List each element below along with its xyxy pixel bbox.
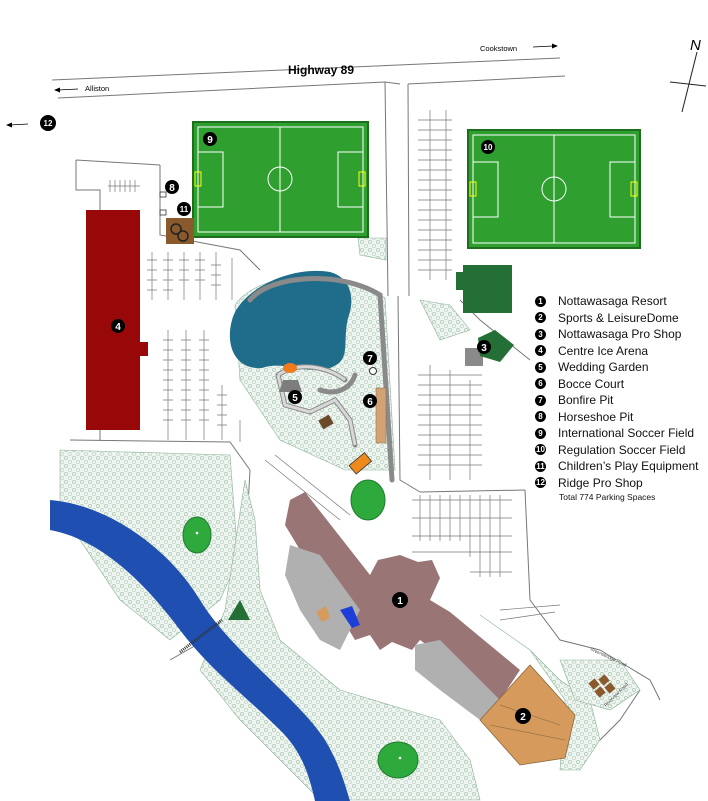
legend-number: 11 [535,460,546,472]
legend-label: Horseshoe Pit [558,409,634,424]
legend-number: 6 [535,378,546,390]
marker-2[interactable]: 2 [515,708,531,724]
svg-text:9: 9 [207,135,213,146]
svg-text:1: 1 [397,596,403,607]
green-island [182,516,212,554]
pond [229,270,352,370]
legend-total-parking: Total 774 Parking Spaces [559,492,656,502]
international-soccer-field [192,121,369,238]
legend-item[interactable]: 2 Sports & LeisureDome [535,310,705,327]
green-island [228,600,250,620]
alliston-label: Alliston [85,84,109,93]
legend-number: 10 [535,444,546,456]
ridge-pro-shop-pointer [6,122,29,128]
legend-item[interactable]: 5 Wedding Garden [535,359,705,376]
wedding-garden-canopy [283,363,297,373]
marker-12[interactable]: 12 [40,115,56,131]
regulation-soccer-field [467,129,641,249]
legend-item[interactable]: 6 Bocce Court [535,376,705,393]
marker-4[interactable]: 4 [111,319,125,333]
marker-10[interactable]: 10 [481,140,495,154]
legend-item[interactable]: 1 Nottawasaga Resort [535,293,705,310]
legend-item[interactable]: 11 Children’s Play Equipment [535,458,705,475]
legend-label: Regulation Soccer Field [558,442,686,457]
legend-label: International Soccer Field [558,426,695,441]
legend-number: 2 [535,312,546,324]
legend-label: Children’s Play Equipment [558,459,699,474]
marker-5[interactable]: 5 [288,390,302,404]
marker-6[interactable]: 6 [363,394,377,408]
legend-label: Nottawasaga Pro Shop [558,327,682,342]
legend-label: Centre Ice Arena [558,343,649,358]
svg-text:10: 10 [484,143,493,152]
cottages [588,674,616,698]
bocce-court [375,387,387,444]
legend-label: Bonfire Pit [558,393,614,408]
legend-item[interactable]: 4 Centre Ice Arena [535,343,705,360]
svg-text:3: 3 [481,343,487,354]
legend-number: 5 [535,361,546,373]
legend-item[interactable]: 8 Horseshoe Pit [535,409,705,426]
highway-label: Highway 89 [288,63,354,77]
wedding-garden-gazebo [279,380,302,392]
highway-89: Highway 89 Alliston Cookstown [51,43,566,99]
cookstown-label: Cookstown [480,44,517,53]
legend-number: 1 [535,295,546,307]
legend-label: Wedding Garden [558,360,649,375]
horseshoe-pit [159,191,167,198]
marker-7[interactable]: 7 [363,351,377,365]
green-island [377,741,419,779]
legend-number: 9 [535,427,546,439]
svg-text:12: 12 [44,119,53,128]
svg-text:7: 7 [367,354,373,365]
legend-number: 7 [535,394,546,406]
marker-1[interactable]: 1 [392,592,408,608]
legend-number: 4 [535,345,546,357]
parking-lots [108,110,561,621]
svg-text:5: 5 [292,393,298,404]
green-building [456,265,512,313]
marker-11[interactable]: 11 [177,202,191,216]
legend-item[interactable]: 12 Ridge Pro Shop [535,475,705,492]
resort-annex [316,606,330,622]
legend-item[interactable]: 10 Regulation Soccer Field [535,442,705,459]
green-oval [350,479,386,521]
pool [340,606,360,628]
svg-text:4: 4 [115,322,121,333]
marker-8[interactable]: 8 [165,180,179,194]
svg-text:8: 8 [169,183,175,194]
legend-item[interactable]: 3 Nottawasaga Pro Shop [535,326,705,343]
svg-text:2: 2 [520,712,526,723]
svg-text:6: 6 [367,397,373,408]
legend-number: 3 [535,328,546,340]
marker-3[interactable]: 3 [477,340,491,354]
nottawasaga-river [50,500,350,801]
bridge [179,618,223,654]
legend-label: Sports & LeisureDome [558,310,679,325]
legend-item[interactable]: 9 International Soccer Field [535,425,705,442]
compass-north-label: N [690,37,701,54]
bonfire-pit [369,367,377,375]
map-legend: 1 Nottawasaga Resort 2 Sports & LeisureDom… [535,293,705,502]
legend-number: 12 [535,477,546,489]
legend-label: Ridge Pro Shop [558,475,643,490]
legend-item[interactable]: 7 Bonfire Pit [535,392,705,409]
legend-number: 8 [535,411,546,423]
legend-label: Bocce Court [558,376,625,391]
map-markers: 1 2 3 4 5 6 7 8 9 10 11 12 [40,115,531,724]
garden-shed [318,414,334,430]
marker-9[interactable]: 9 [203,132,217,146]
svg-text:11: 11 [180,205,189,214]
nottawasaga-pro-shop [465,330,514,366]
orange-building [348,452,373,475]
legend-label: Nottawasaga Resort [558,294,667,309]
compass: N [669,37,707,113]
